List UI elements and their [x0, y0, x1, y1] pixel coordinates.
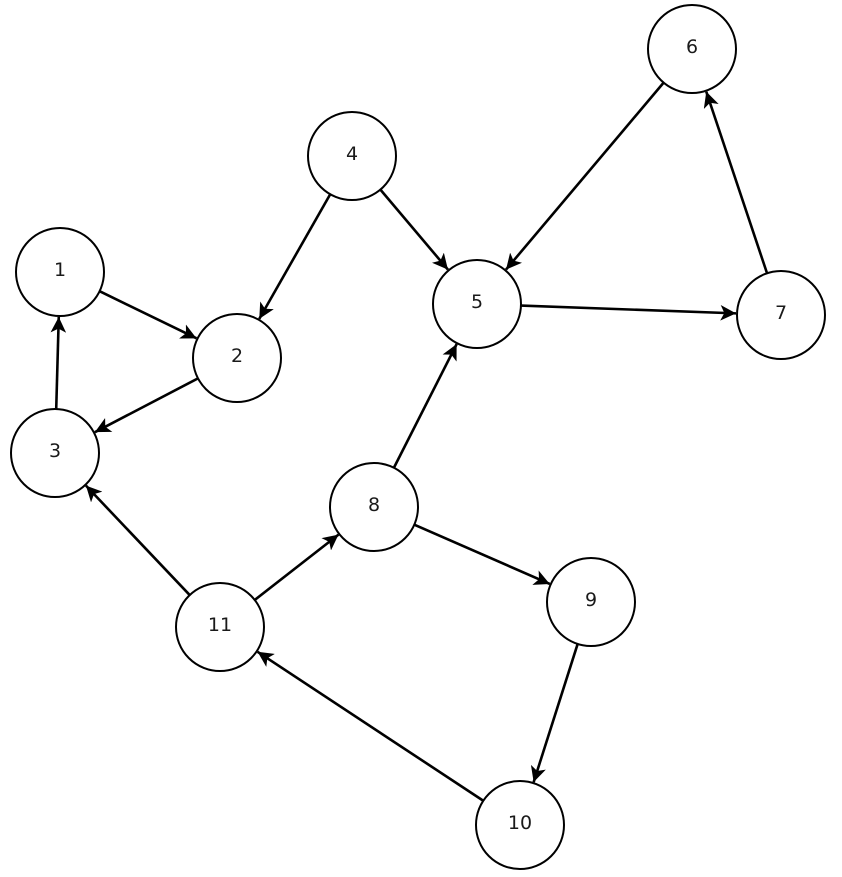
edge-8-to-5: [392, 343, 458, 469]
node-10: 10: [475, 780, 565, 870]
node-circle-2: [192, 313, 282, 403]
node-circle-1: [15, 227, 105, 317]
node-label-10: 10: [508, 812, 532, 834]
edge-1-to-2: [99, 290, 198, 340]
edge-5-to-7: [520, 304, 737, 321]
node-circle-6: [647, 4, 737, 94]
node-circle-8: [329, 462, 419, 552]
edge-7-to-6: [703, 91, 769, 274]
edge-3-to-1: [50, 316, 67, 410]
node-5: 5: [432, 259, 522, 349]
edges-layer: [50, 81, 769, 802]
node-circle-11: [175, 582, 265, 672]
edge-4-to-2: [258, 193, 332, 320]
node-1: 1: [15, 227, 105, 317]
node-circle-3: [10, 408, 100, 498]
node-label-7: 7: [775, 302, 787, 324]
node-circle-7: [736, 270, 826, 360]
node-circle-10: [475, 780, 565, 870]
node-label-2: 2: [231, 345, 243, 367]
node-label-6: 6: [686, 36, 698, 58]
node-4: 4: [307, 111, 397, 201]
edge-9-to-10: [530, 643, 579, 783]
node-11: 11: [175, 582, 265, 672]
node-label-9: 9: [585, 589, 597, 611]
node-label-1: 1: [54, 259, 66, 281]
node-circle-4: [307, 111, 397, 201]
node-6: 6: [647, 4, 737, 94]
edge-11-to-8: [253, 533, 340, 601]
node-circle-5: [432, 259, 522, 349]
node-label-8: 8: [368, 494, 380, 516]
node-7: 7: [736, 270, 826, 360]
node-3: 3: [10, 408, 100, 498]
node-label-11: 11: [208, 614, 232, 636]
node-label-5: 5: [471, 291, 483, 313]
edge-10-to-11: [256, 650, 484, 802]
node-8: 8: [329, 462, 419, 552]
nodes-layer: 1 2 3 4 5 6 7 8 9 10 11: [10, 4, 826, 870]
edge-2-to-3: [94, 377, 199, 434]
node-label-4: 4: [346, 143, 358, 165]
node-9: 9: [546, 557, 636, 647]
edge-11-to-3: [85, 484, 191, 596]
edge-8-to-9: [413, 523, 551, 586]
node-circle-9: [546, 557, 636, 647]
edge-6-to-5: [505, 81, 665, 271]
edge-4-to-5: [379, 188, 449, 271]
node-2: 2: [192, 313, 282, 403]
node-label-3: 3: [49, 440, 61, 462]
